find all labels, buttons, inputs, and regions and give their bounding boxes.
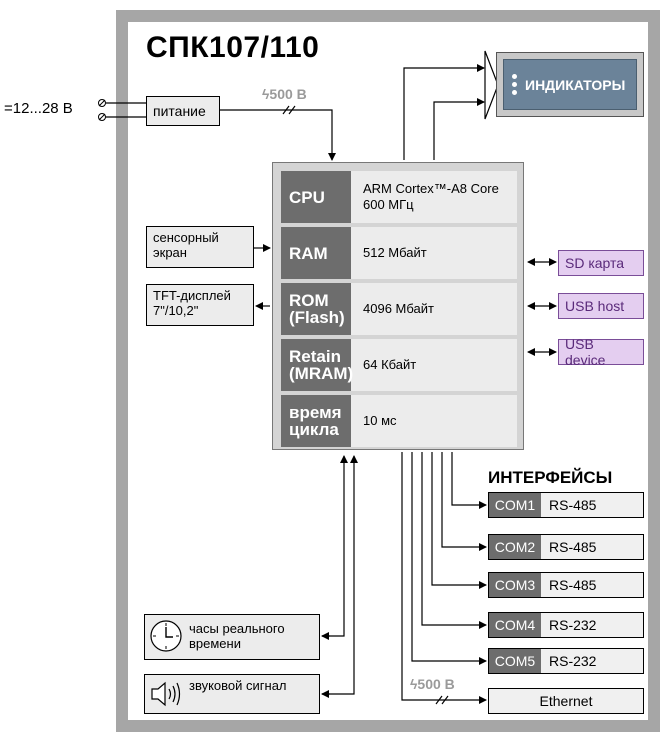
rtc-label: часы реального времени <box>189 621 285 651</box>
isolation-top-label: 500 В <box>269 86 307 102</box>
com-port-box: COM1 RS-485 <box>488 492 644 518</box>
lightning-icon: ϟ <box>410 676 418 692</box>
interfaces-title: ИНТЕРФЕЙСЫ <box>488 468 613 487</box>
sd-card-label: SD карта <box>565 255 625 271</box>
touch-screen-label: сенсорный экран <box>153 230 219 260</box>
ethernet-label: Ethernet <box>539 693 593 709</box>
ram-key: RAM <box>281 227 351 279</box>
rom-key: ROM (Flash) <box>281 283 351 335</box>
com-port-protocol: RS-485 <box>549 577 597 593</box>
sd-card-box: SD карта <box>558 250 644 276</box>
cycle-key: время цикла <box>281 395 351 447</box>
touch-screen-box: сенсорный экран <box>146 226 254 268</box>
rom-row: ROM (Flash) 4096 Мбайт <box>281 283 517 335</box>
com-port-box: COM2 RS-485 <box>488 534 644 560</box>
power-supply-label: питание <box>153 102 206 119</box>
lightning-icon: ϟ <box>262 86 270 102</box>
buzzer-box: звуковой сигнал <box>144 674 320 714</box>
device-title: СПК107/110 <box>146 31 320 64</box>
com-port-protocol: RS-485 <box>549 497 597 513</box>
indicators-label: ИНДИКАТОРЫ <box>525 76 626 93</box>
isolation-top: ϟ500 В <box>262 86 307 102</box>
com-port-box: COM4 RS-232 <box>488 612 644 638</box>
cpu-value: ARM Cortex™-A8 Core 600 МГц <box>363 181 499 212</box>
com-port-name: COM4 <box>489 613 541 637</box>
isolation-bottom-label: 500 В <box>417 676 455 692</box>
display-box: TFT-дисплей 7"/10,2" <box>146 284 254 326</box>
ethernet-box: Ethernet <box>488 688 644 714</box>
cycle-row: время цикла 10 мс <box>281 395 517 447</box>
cpu-block: CPU ARM Cortex™-A8 Core 600 МГц RAM 512 … <box>272 162 524 450</box>
com-port-name: COM3 <box>489 573 541 597</box>
isolation-bottom: ϟ500 В <box>410 676 455 692</box>
buzzer-label: звуковой сигнал <box>189 678 287 693</box>
usb-host-box: USB host <box>558 293 644 319</box>
retain-key: Retain (MRAM) <box>281 339 353 391</box>
com-port-name: COM2 <box>489 535 541 559</box>
usb-host-label: USB host <box>565 298 625 314</box>
cpu-key: CPU <box>281 171 351 223</box>
display-label: TFT-дисплей 7"/10,2" <box>153 288 231 318</box>
com-port-name: COM5 <box>489 649 541 673</box>
retain-row: Retain (MRAM) 64 Кбайт <box>281 339 517 391</box>
rtc-box: часы реального времени <box>144 614 320 660</box>
usb-device-label: USB device <box>565 336 606 368</box>
speaker-icon <box>149 679 185 712</box>
cycle-value: 10 мс <box>363 413 397 428</box>
com-port-protocol: RS-232 <box>549 617 597 633</box>
power-supply-box: питание <box>146 96 220 126</box>
ram-row: RAM 512 Мбайт <box>281 227 517 279</box>
com-port-box: COM5 RS-232 <box>488 648 644 674</box>
indicators-panel: ИНДИКАТОРЫ <box>496 52 644 117</box>
clock-icon <box>149 619 183 656</box>
com-port-name: COM1 <box>489 493 541 517</box>
indicator-arrow-head <box>484 50 499 120</box>
cpu-row: CPU ARM Cortex™-A8 Core 600 МГц <box>281 171 517 223</box>
usb-device-box: USB device <box>558 336 644 368</box>
led-dots-icon <box>512 74 517 95</box>
com-port-protocol: RS-232 <box>549 653 597 669</box>
com-port-box: COM3 RS-485 <box>488 572 644 598</box>
com-port-protocol: RS-485 <box>549 539 597 555</box>
ram-value: 512 Мбайт <box>363 245 427 260</box>
retain-value: 64 Кбайт <box>363 357 417 372</box>
input-voltage-label: =12...28 В <box>4 100 73 117</box>
rom-value: 4096 Мбайт <box>363 301 434 316</box>
